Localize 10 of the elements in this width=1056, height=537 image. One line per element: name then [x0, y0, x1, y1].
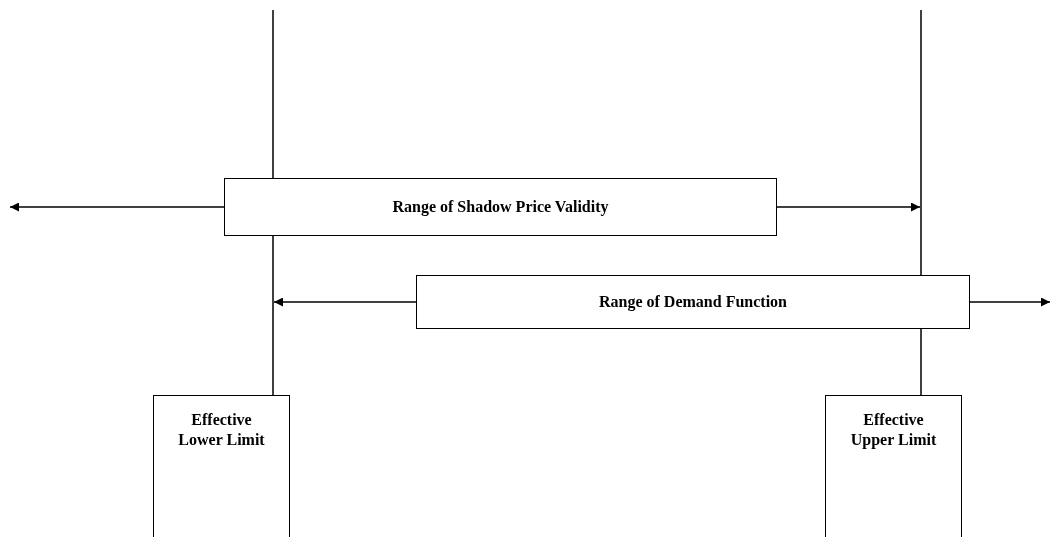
range-label: Range of Demand Function: [599, 292, 787, 312]
arrow: [969, 297, 1051, 307]
arrow: [9, 202, 225, 212]
limit-label: Effective Lower Limit: [177, 410, 266, 450]
range-box: [224, 178, 777, 236]
range-box: [416, 275, 970, 329]
arrow: [273, 297, 417, 307]
arrow: [776, 202, 921, 212]
range-label: Range of Shadow Price Validity: [392, 197, 609, 217]
limit-label: Effective Upper Limit: [849, 410, 938, 450]
